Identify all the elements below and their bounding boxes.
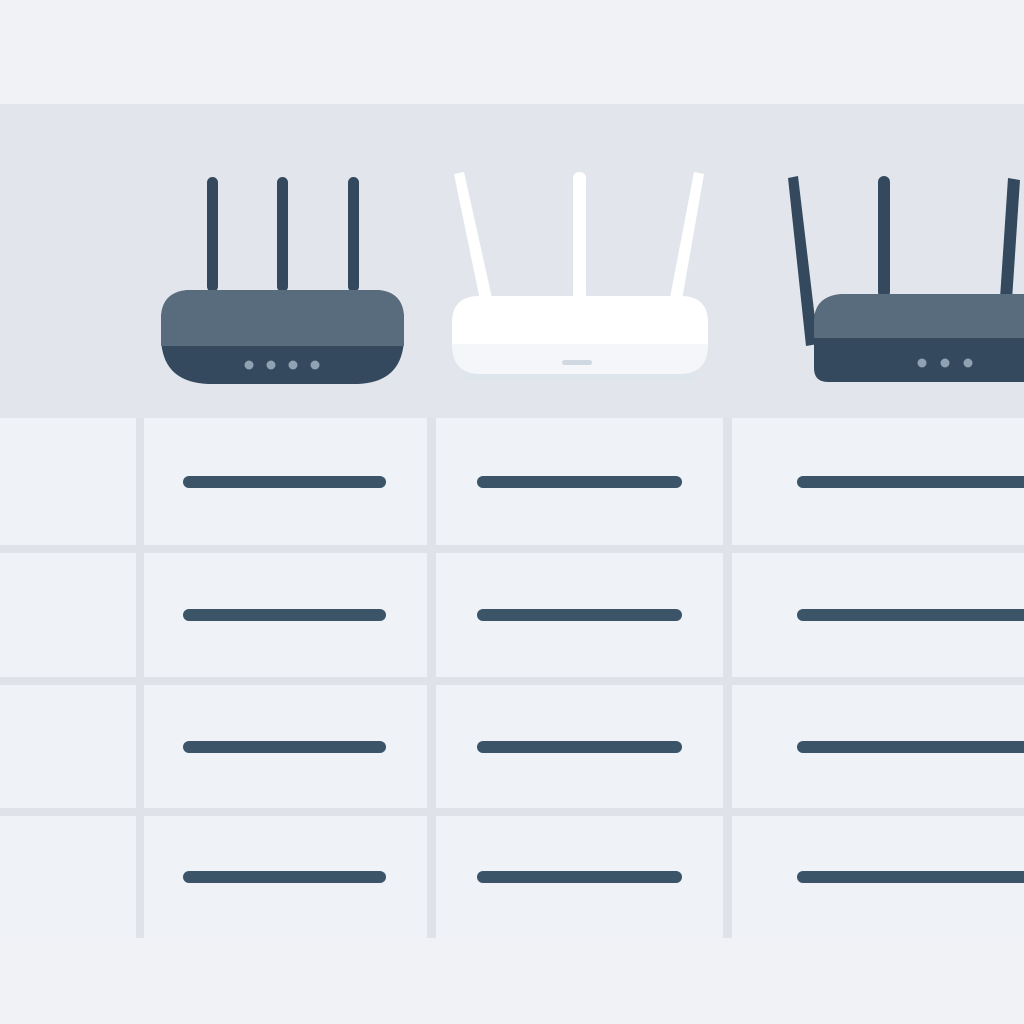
table-cell: [436, 816, 723, 938]
router-dark-angled-antenna-icon[interactable]: [784, 172, 1024, 387]
table-cell: [732, 553, 1024, 677]
comparison-table: [0, 418, 1024, 938]
placeholder-text-line: [183, 609, 386, 621]
status-led-icon: [963, 358, 973, 368]
status-led-icon: [940, 358, 950, 368]
placeholder-text-line: [183, 475, 386, 488]
table-cell: [144, 553, 427, 677]
placeholder-text-line: [477, 740, 682, 753]
table-cell: [732, 816, 1024, 938]
placeholder-text-line: [797, 740, 1024, 753]
status-led-icon: [244, 360, 254, 370]
table-cell: [436, 553, 723, 677]
status-led-icon: [917, 358, 927, 368]
placeholder-text-line: [183, 740, 386, 753]
row-label-cell: [0, 418, 136, 545]
placeholder-text-line: [797, 871, 1024, 883]
placeholder-text-line: [797, 475, 1024, 488]
router-white-three-antenna-icon[interactable]: [448, 168, 713, 386]
table-cell: [436, 685, 723, 808]
table-cell: [732, 685, 1024, 808]
status-led-icon: [310, 360, 320, 370]
status-led-icon: [288, 360, 298, 370]
table-cell: [732, 418, 1024, 545]
row-label-cell: [0, 553, 136, 677]
page-footer-space: [0, 938, 1024, 1024]
top-bar: [0, 0, 1024, 104]
placeholder-text-line: [183, 871, 386, 883]
table-cell: [144, 816, 427, 938]
router-dark-three-antenna-icon[interactable]: [158, 174, 408, 389]
status-led-icon: [562, 360, 592, 365]
placeholder-text-line: [477, 871, 682, 883]
table-cell: [144, 418, 427, 545]
placeholder-text-line: [477, 475, 682, 488]
row-label-cell: [0, 816, 136, 938]
placeholder-text-line: [477, 609, 682, 621]
table-cell: [144, 685, 427, 808]
placeholder-text-line: [797, 609, 1024, 621]
table-cell: [436, 418, 723, 545]
comparison-header: [0, 104, 1024, 418]
status-led-icon: [266, 360, 276, 370]
row-label-cell: [0, 685, 136, 808]
